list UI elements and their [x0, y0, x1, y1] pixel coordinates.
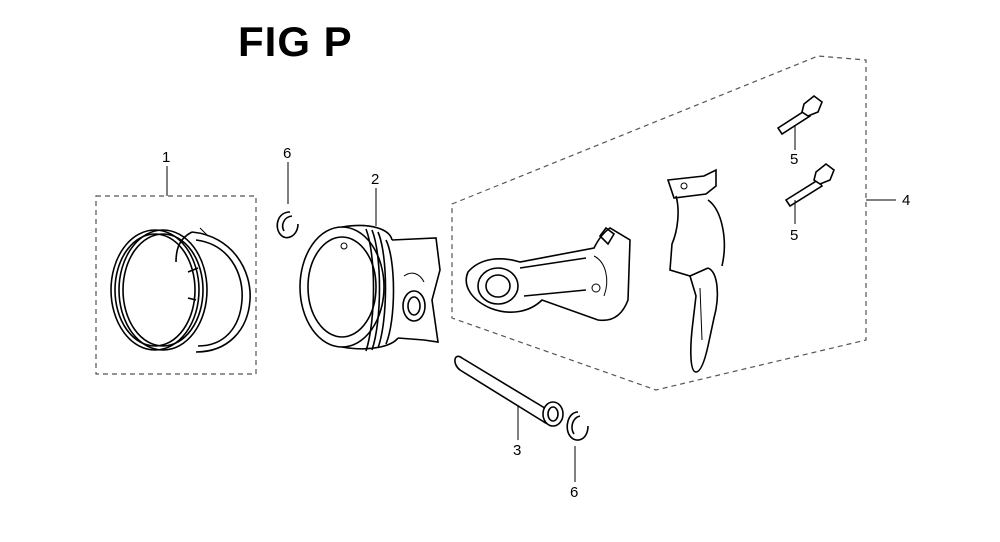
- callout-5-upper: 5: [790, 151, 798, 168]
- circlip-top: [276, 211, 299, 239]
- callout-4: 4: [902, 192, 910, 209]
- piston: [299, 224, 441, 352]
- callout-5-lower: 5: [790, 227, 798, 244]
- callout-3: 3: [513, 442, 521, 459]
- piston-ring-set-box: [95, 195, 257, 375]
- connecting-rod-set-box: [451, 55, 867, 391]
- piston-pin: [454, 355, 564, 427]
- circlip-bottom: [566, 411, 589, 441]
- bolt-upper: [776, 94, 823, 136]
- connecting-rod-cap: [666, 168, 726, 373]
- figure-title: FIG P: [238, 18, 353, 65]
- callout-2: 2: [371, 171, 379, 188]
- connecting-rod: [465, 226, 631, 322]
- bolt-lower: [784, 162, 835, 208]
- callout-1: 1: [162, 149, 170, 166]
- piston-ring-set: [110, 227, 251, 353]
- callout-6-top: 6: [283, 145, 291, 162]
- callout-6-bottom: 6: [570, 484, 578, 501]
